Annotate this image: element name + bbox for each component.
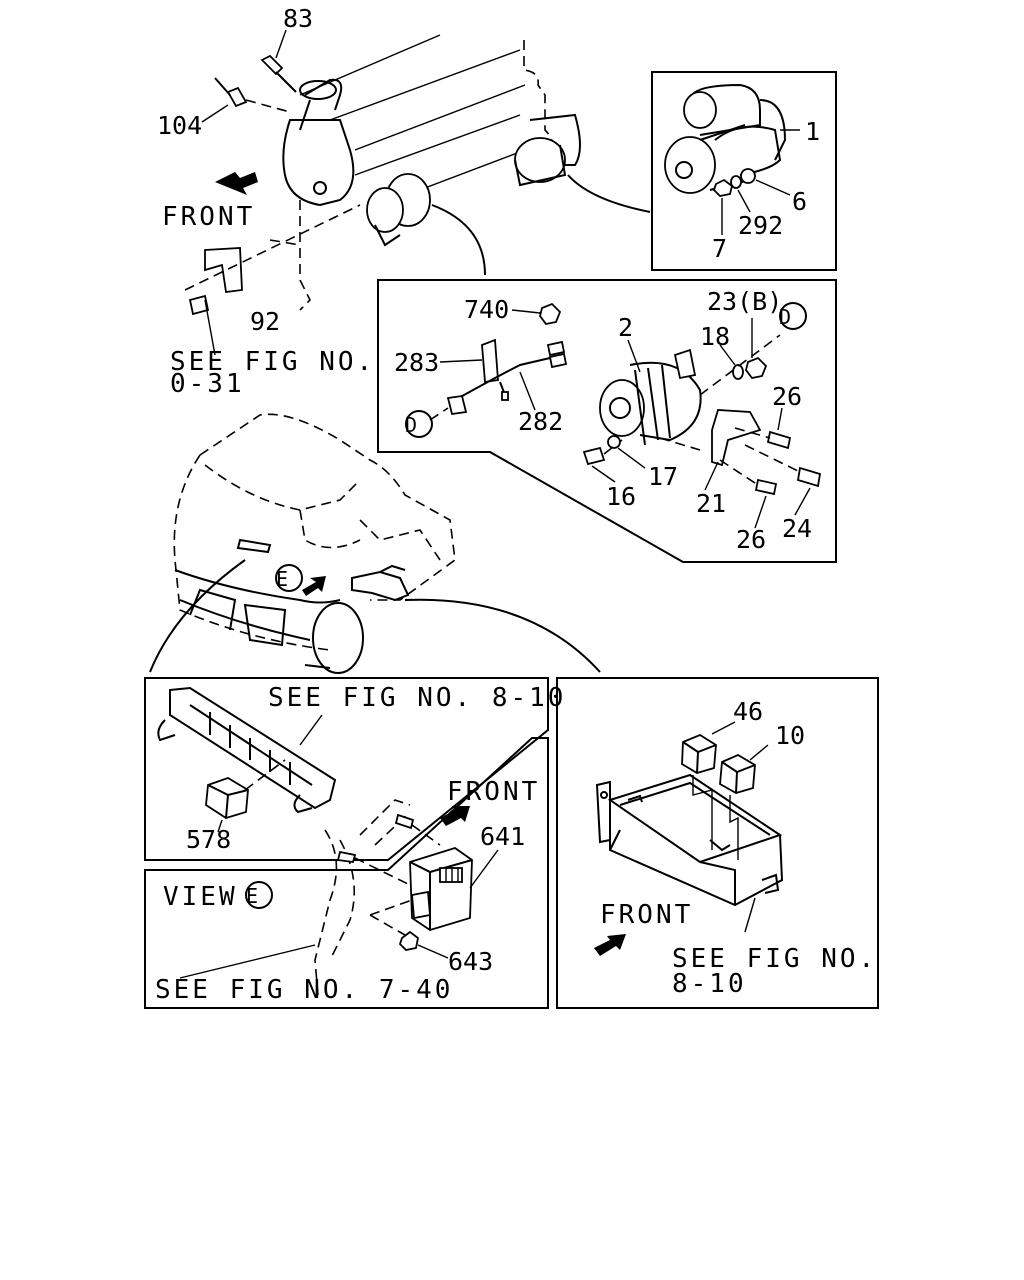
part-7-nut — [712, 178, 734, 235]
label-26a: 26 — [772, 382, 802, 411]
front-arrow-top — [215, 172, 258, 195]
label-643: 643 — [448, 947, 493, 976]
leader-alternator — [431, 204, 486, 276]
label-92: 92 — [250, 307, 280, 336]
part-26b-bolt — [719, 459, 778, 529]
marker-d-right — [779, 302, 807, 330]
leader-7-40 — [179, 944, 316, 979]
starter-panel — [651, 71, 837, 271]
label-23b: 23(B) — [707, 287, 782, 316]
label-21: 21 — [696, 489, 726, 518]
see-fig-8-10-box-line1: SEE FIG NO. — [672, 944, 877, 974]
engine-block — [269, 34, 554, 311]
front-arrow-box — [594, 934, 626, 956]
label-83: 83 — [283, 4, 313, 33]
view-e-label: VIEW — [163, 882, 238, 912]
label-641: 641 — [480, 822, 525, 851]
part-10-relay — [719, 744, 769, 860]
alternator-mounted — [366, 173, 431, 247]
label-46: 46 — [733, 697, 763, 726]
marker-e-view — [245, 881, 273, 909]
label-26b: 26 — [736, 525, 766, 554]
leader-21 — [704, 461, 719, 491]
part-92-bracket — [184, 204, 361, 356]
relay-box-8-10 — [157, 686, 337, 814]
relay-panel — [144, 677, 549, 861]
part-46-relay — [681, 721, 736, 850]
label-24: 24 — [782, 514, 812, 543]
leader-relay-panel — [149, 559, 246, 673]
part-83-sensor — [260, 29, 297, 93]
part-740-nut — [511, 302, 562, 325]
see-fig-8-10-box-line2: 8-10 — [672, 969, 747, 999]
label-283: 283 — [394, 348, 439, 377]
label-17: 17 — [648, 462, 678, 491]
label-10: 10 — [775, 721, 805, 750]
truck-outline — [173, 413, 456, 674]
label-1: 1 — [805, 117, 820, 146]
view-e-arrow — [302, 576, 326, 596]
marker-d-right-letter: D — [779, 305, 791, 329]
tray-8-10 — [595, 773, 784, 933]
part-18-washer — [719, 344, 744, 380]
label-18: 18 — [700, 322, 730, 351]
label-740: 740 — [464, 295, 509, 324]
marker-d-left-letter: D — [405, 413, 417, 437]
part-104-switch — [201, 77, 291, 123]
part-21-bracket — [711, 409, 762, 467]
marker-e-view-letter: E — [246, 884, 258, 908]
see-fig-0-31-line1: SEE FIG NO. — [170, 347, 375, 377]
leader-box-panel — [404, 598, 601, 673]
marker-e-truck — [275, 564, 303, 592]
label-578: 578 — [186, 825, 231, 854]
marker-e-truck-letter: E — [276, 567, 288, 591]
front-label-view-e: FRONT — [447, 777, 540, 807]
alternator-panel — [377, 279, 837, 563]
part-641-module — [409, 847, 499, 931]
part-643-nut — [369, 899, 449, 959]
front-arrow-view-e — [440, 806, 470, 826]
alt-bracket-line — [659, 437, 701, 451]
leader-starter — [567, 174, 651, 213]
see-fig-7-40: SEE FIG NO. 7-40 — [155, 975, 453, 1005]
view-e-body — [314, 799, 411, 996]
label-2: 2 — [618, 313, 633, 342]
label-16: 16 — [606, 482, 636, 511]
label-282: 282 — [518, 407, 563, 436]
front-label-top: FRONT — [162, 202, 255, 232]
part-23b-nut — [699, 318, 781, 396]
part-24-bolt — [744, 444, 822, 516]
part-292-washer — [730, 175, 751, 213]
part-282-harness — [429, 340, 568, 421]
label-104: 104 — [157, 111, 202, 140]
see-fig-0-31-line2: 0-31 — [170, 369, 245, 399]
front-label-box: FRONT — [600, 900, 693, 930]
view-e-panel — [144, 737, 549, 1009]
label-6: 6 — [792, 187, 807, 216]
part-2-alternator — [599, 339, 702, 446]
part-17-washer — [607, 435, 646, 469]
box-panel — [556, 677, 879, 1009]
see-fig-8-10-relay: SEE FIG NO. 8-10 — [268, 683, 566, 713]
marker-d-left — [405, 410, 433, 438]
part-641-bolts — [336, 813, 441, 886]
starter-mounted — [514, 113, 581, 187]
label-7: 7 — [712, 234, 727, 263]
part-6-washer — [740, 168, 791, 196]
part-283-clip — [439, 338, 499, 384]
label-292: 292 — [738, 211, 783, 240]
part-578-relay — [205, 759, 286, 833]
part-26a-bolt — [734, 407, 792, 450]
